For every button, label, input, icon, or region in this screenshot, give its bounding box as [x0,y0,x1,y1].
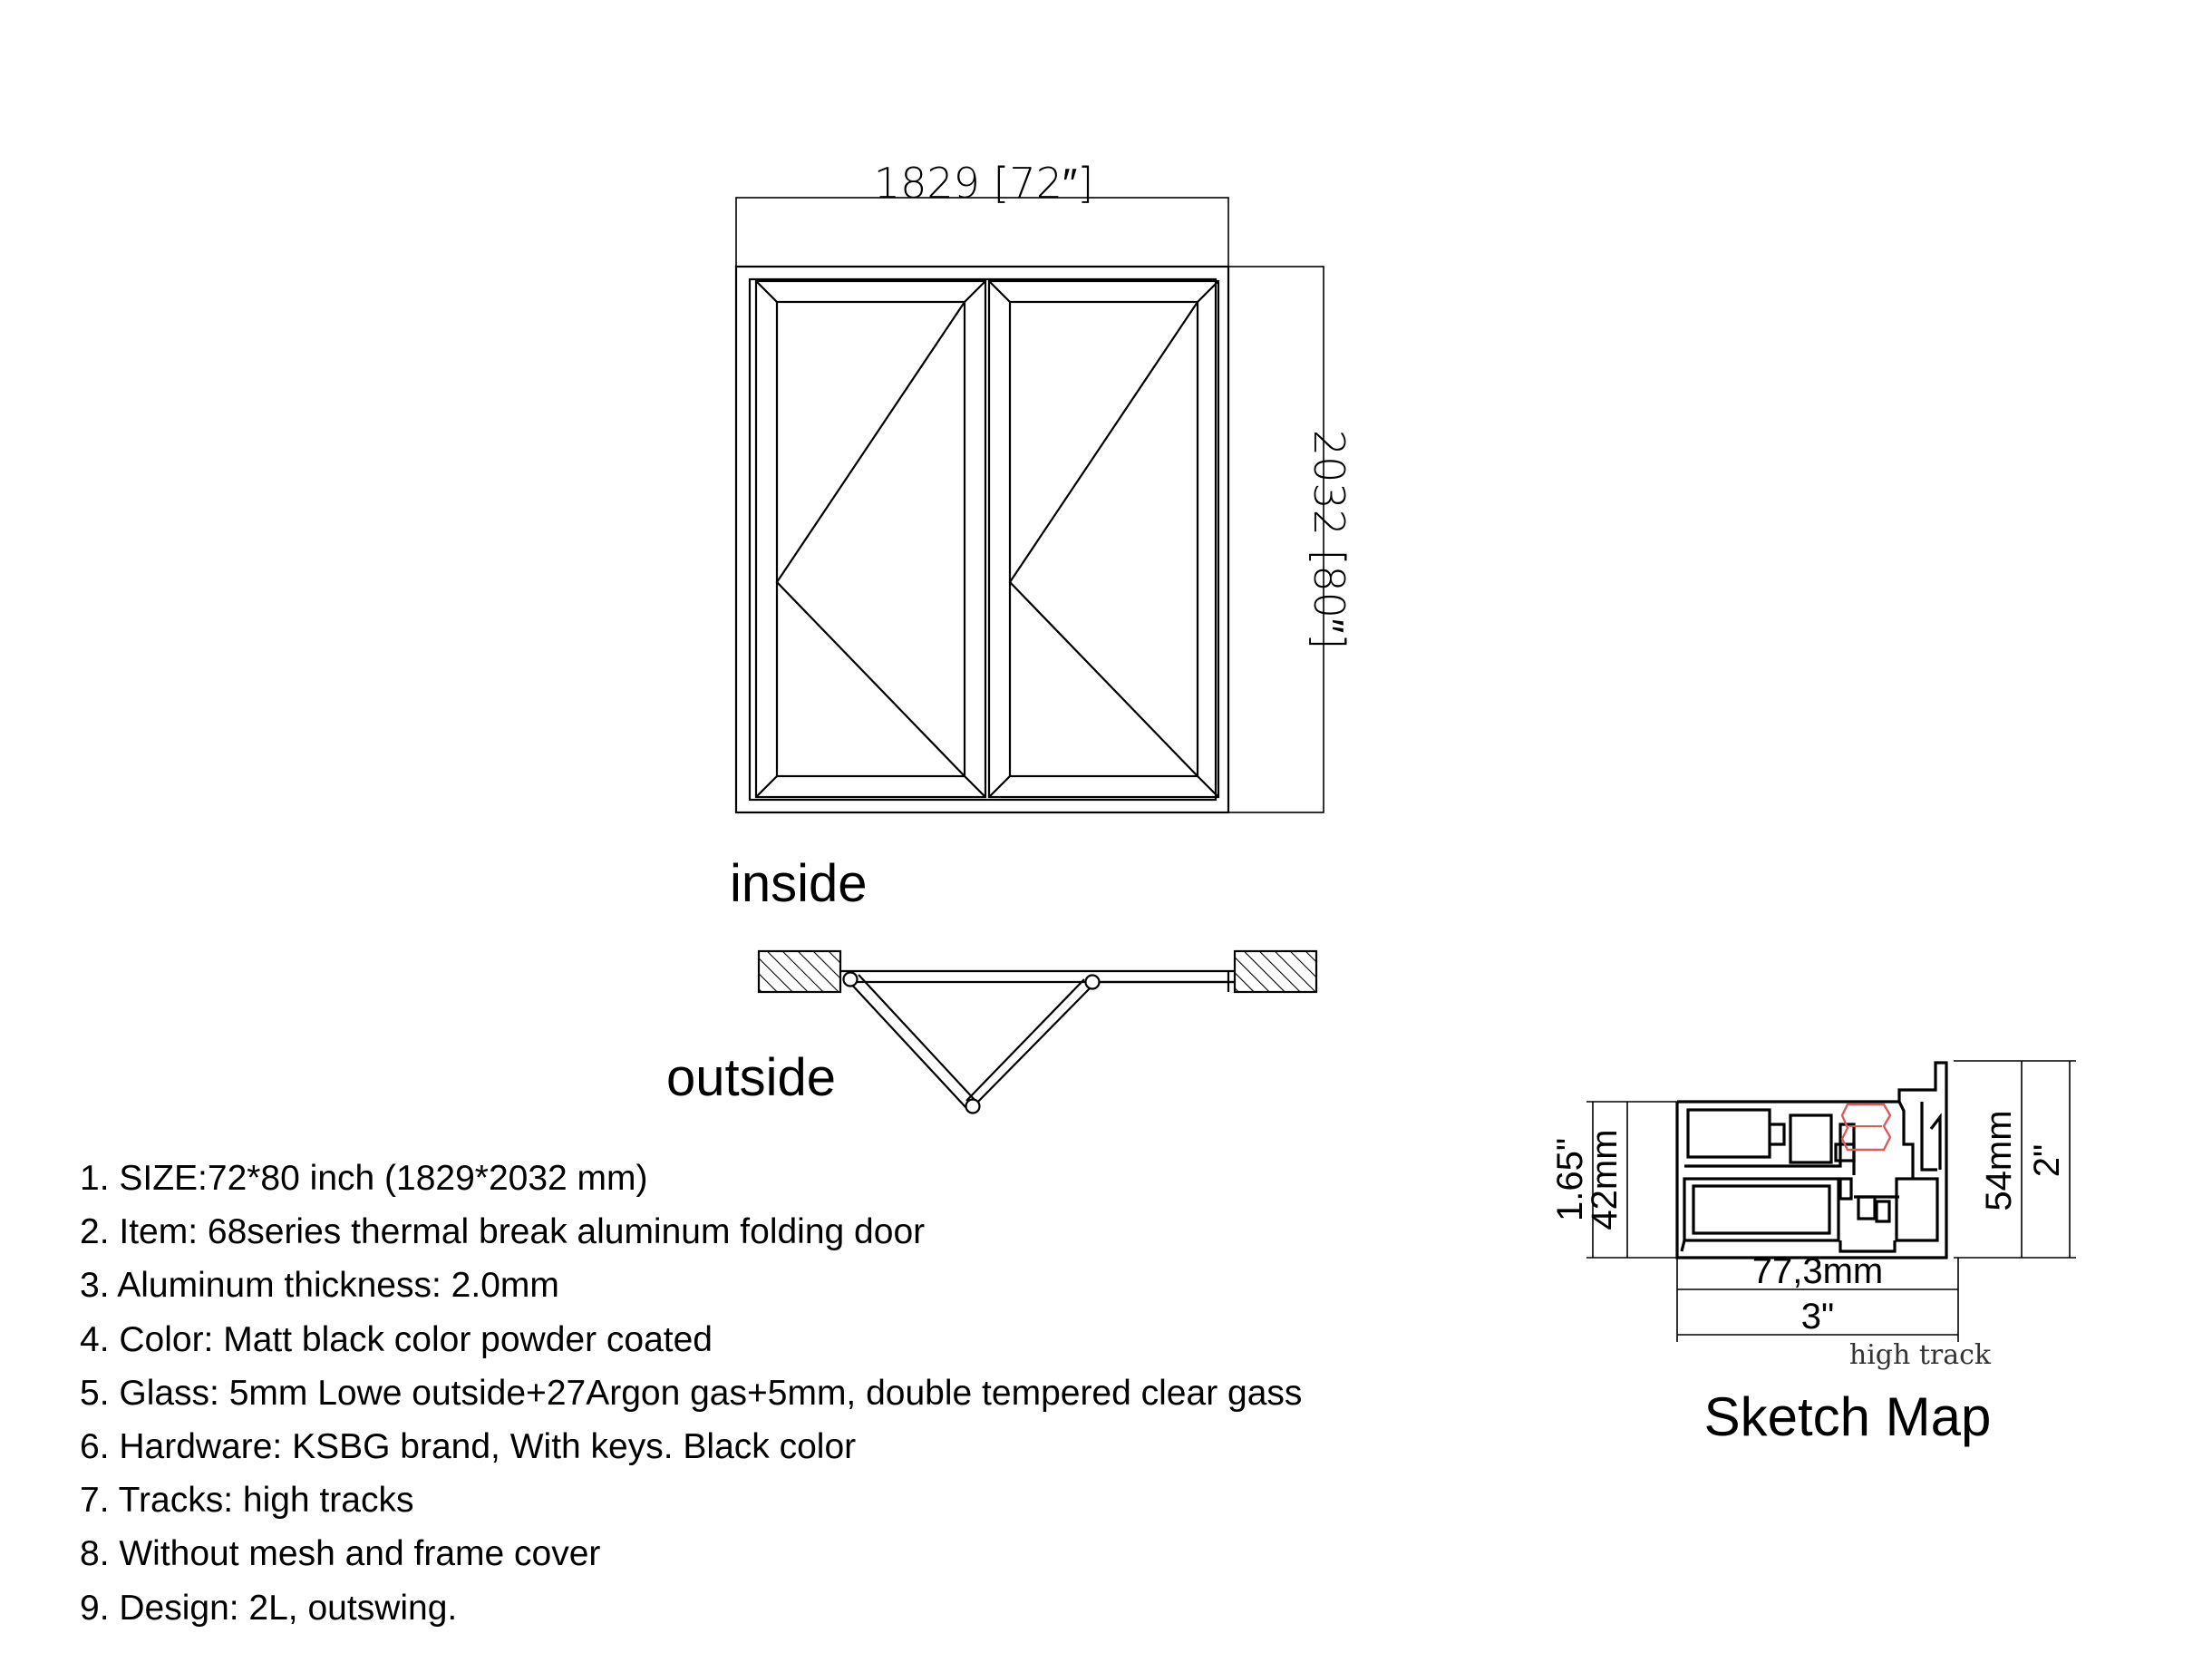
sketch-map-title: Sketch Map [1704,1386,1992,1447]
door-inner-frame [748,277,1218,802]
profile-width-inch-label: 3" [1801,1297,1834,1337]
hinge-left [842,971,859,987]
spec-item: 5. Glass: 5mm Lowe outside+27Argon gas+5… [80,1373,1303,1413]
folded-panels [848,974,1092,1109]
aluminum-profile [1675,1061,1948,1259]
spec-item: 2. Item: 68series thermal break aluminum… [80,1212,926,1252]
height-dimension-label: 2032 [80″] [1305,430,1353,649]
door-plan-view: inside outside [666,854,1318,1114]
width-dimension-label: 1829 [72″] [874,159,1093,208]
spec-item: 1. SIZE:72*80 inch (1829*2032 mm) [80,1159,648,1198]
width-dimension-box [735,197,1229,267]
left-sash [754,279,987,799]
profile-right-inch-label: 2" [2027,1144,2067,1177]
spec-item: 4. Color: Matt black color powder coated [80,1319,713,1359]
spec-item: 7. Tracks: high tracks [80,1481,414,1521]
right-sash-opening-indicator [1008,301,1198,777]
profile-right-mm-label: 54mm [1979,1110,2019,1211]
spec-item: 8. Without mesh and frame cover [80,1534,601,1574]
specification-list: 1. SIZE:72*80 inch (1829*2032 mm) 2. Ite… [80,1152,1302,1635]
profile-left-mm-label: 42mm [1585,1129,1625,1230]
spec-item: 6. Hardware: KSBG brand, With keys. Blac… [80,1426,857,1466]
profile-left-inch-label: 1.65" [1550,1138,1590,1221]
spec-item: 9. Design: 2L, outswing. [80,1588,458,1628]
left-sash-opening-indicator [775,301,965,777]
hinge-middle [1084,974,1101,990]
outside-label: outside [666,1048,836,1107]
thermal-break-strip [1840,1103,1892,1152]
hinge-bottom [965,1098,981,1114]
track-type-label: high track [1849,1339,1992,1371]
right-wall-section [1233,949,1318,994]
track-profile-sketch: 1.65" 42mm 54mm 2" 77,3mm 3" high track [1550,1060,2076,1447]
right-sash [987,279,1220,799]
left-wall-section [757,949,842,994]
door-elevation: 1829 [72″] 2032 [80″] [734,159,1353,814]
inside-label: inside [730,854,868,913]
door-outer-frame [734,265,1230,814]
spec-item: 3. Aluminum thickness: 2.0mm [80,1266,559,1306]
